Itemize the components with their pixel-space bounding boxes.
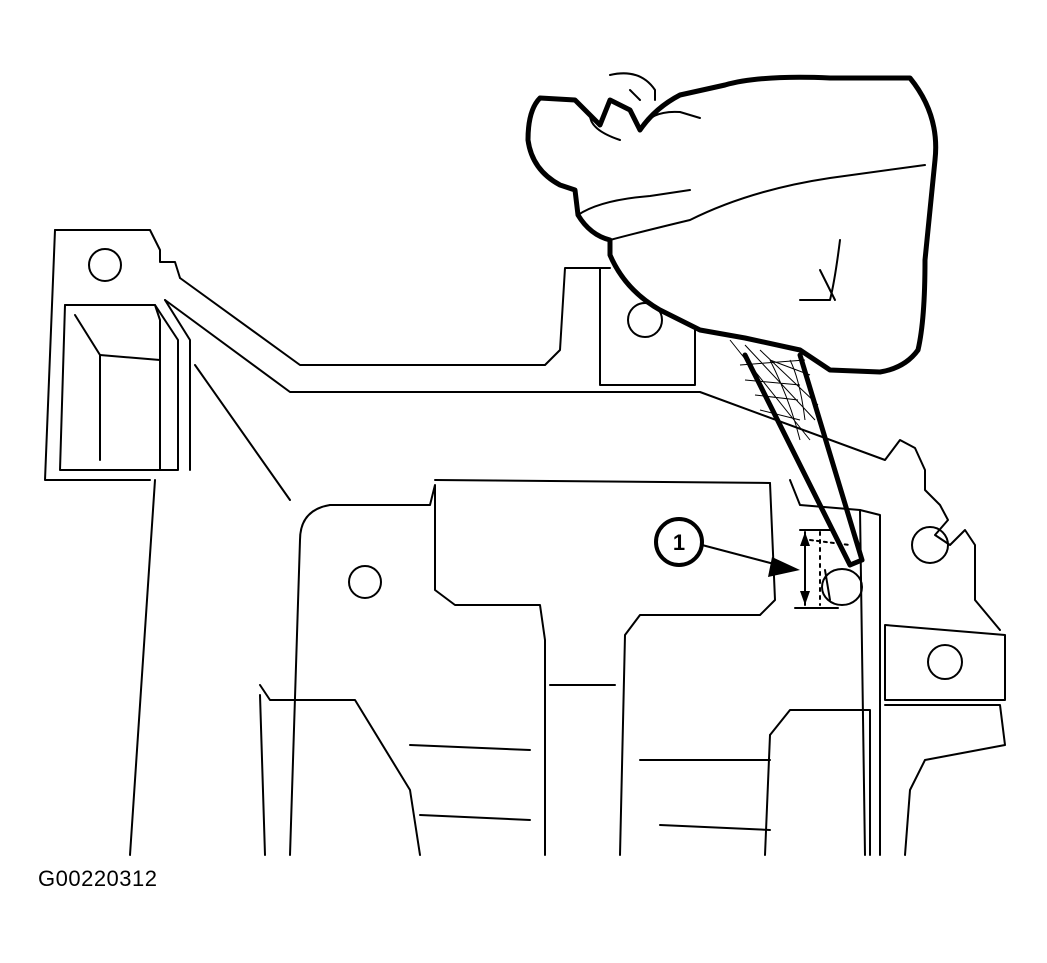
left-mounting-tab (44, 229, 191, 481)
bolt-hole-recess (348, 565, 382, 599)
inner-recess (289, 479, 949, 856)
figure-id-label: G00220312 (38, 866, 158, 891)
dowel-pin (809, 539, 863, 606)
callout-label: 1 (673, 530, 685, 555)
dimension-marker (794, 529, 839, 609)
tool (609, 72, 865, 568)
bolt-hole-right-notch (911, 526, 949, 564)
bolt-hole-right (927, 644, 963, 680)
bolt-hole-left (88, 248, 122, 282)
housing-outline (129, 267, 1001, 856)
callout-circle (654, 517, 704, 567)
callout-arrowhead (768, 557, 800, 577)
callout-1: 1 (654, 517, 800, 577)
hand (525, 74, 939, 375)
right-mounting-tab (884, 624, 1006, 856)
lower-ribs (259, 684, 871, 856)
